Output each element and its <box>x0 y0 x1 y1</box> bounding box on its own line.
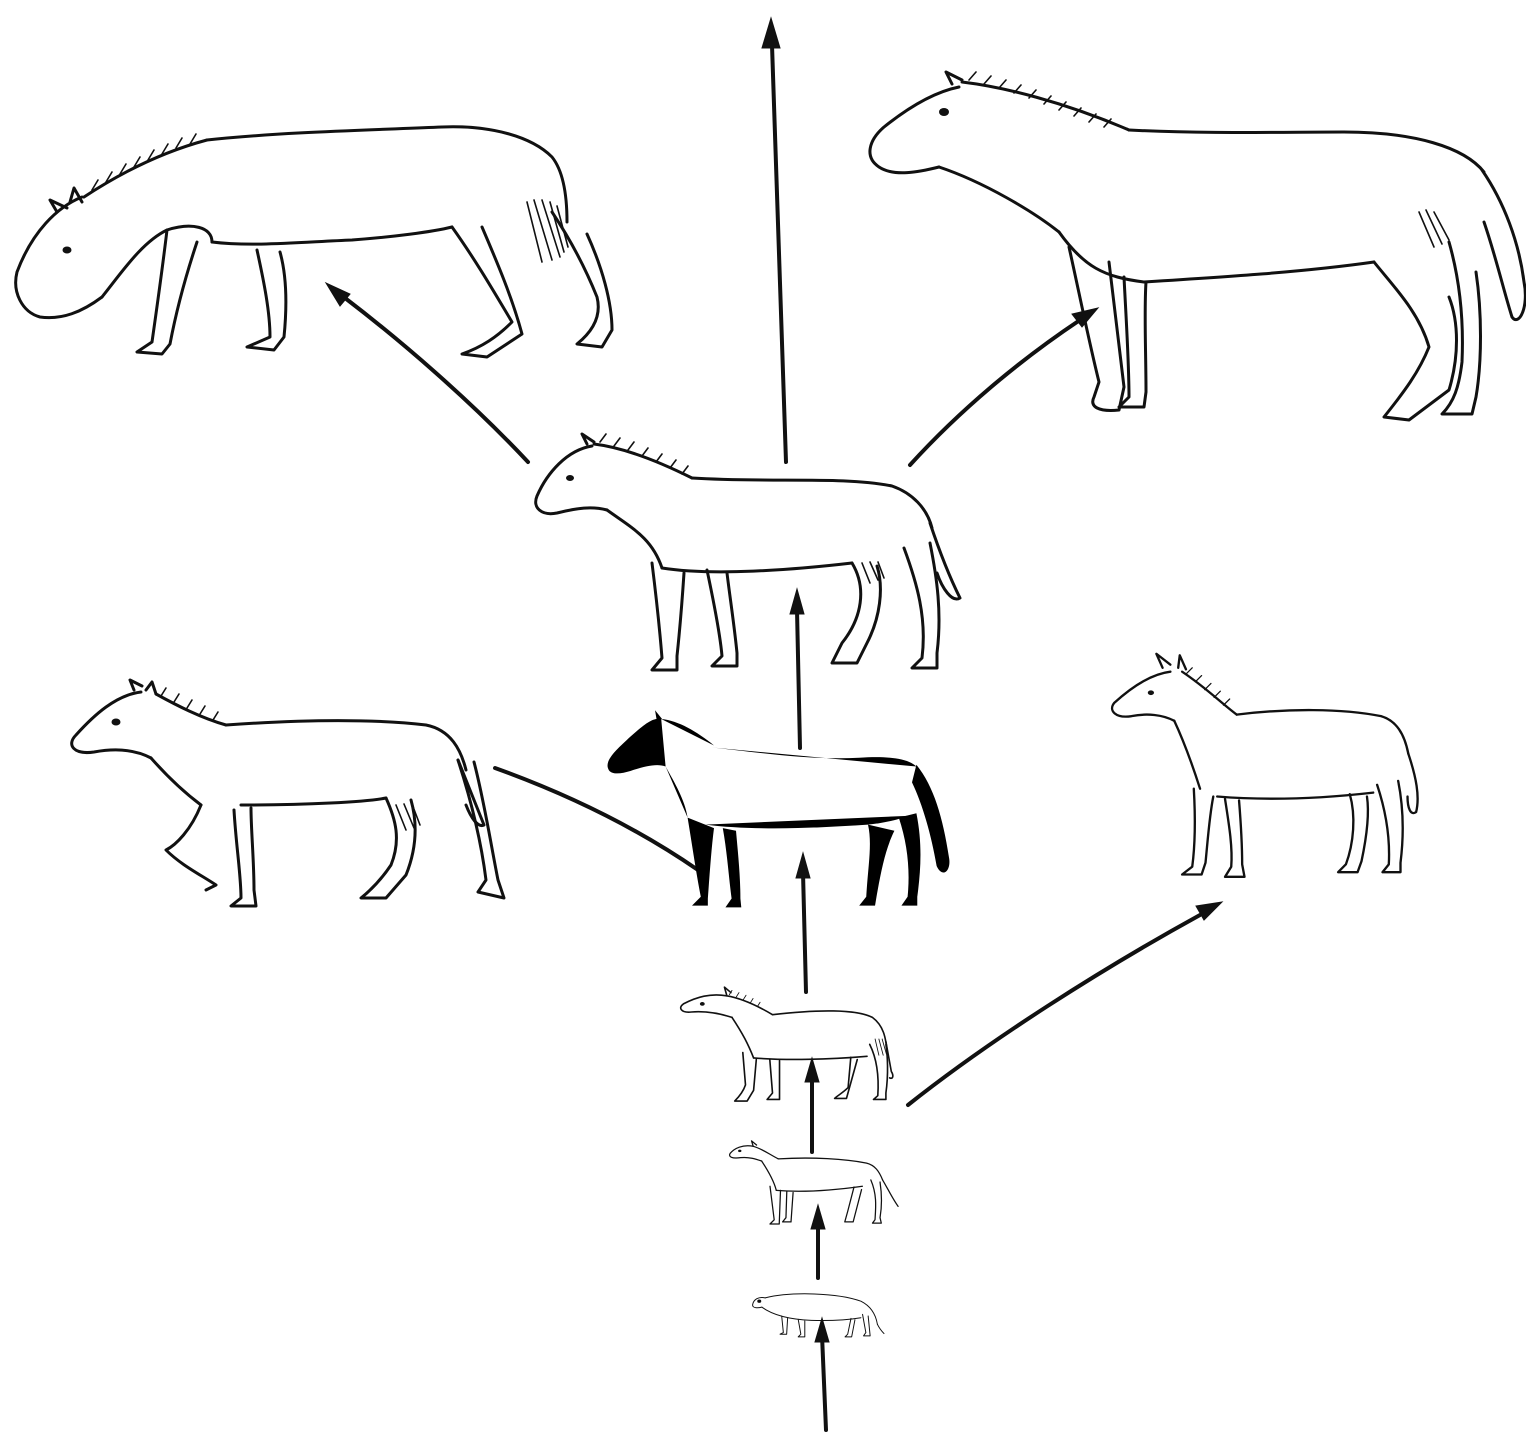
modern-horse-drawing <box>870 72 1525 420</box>
edge-pliohippus-to-hipparion <box>495 768 698 870</box>
mesohippus-drawing <box>730 1141 899 1224</box>
hipparion-drawing <box>72 680 504 906</box>
anchitherium-drawing <box>1112 654 1418 877</box>
merychippus-drawing <box>681 987 893 1101</box>
edge-merychippus-to-pliohippus <box>796 853 810 992</box>
hippidion-drawing <box>16 127 612 357</box>
pliohippus-drawing <box>608 710 950 907</box>
edge-equus-continuation <box>762 18 786 462</box>
edge-equus-to-hippidion <box>326 283 528 462</box>
edge-eohippus-to-mesohippus <box>811 1205 825 1278</box>
edge-pliohippus-to-equus-early <box>790 589 804 748</box>
edge-root-to-eohippus <box>815 1318 829 1430</box>
edge-merychippus-to-anchitherium <box>908 902 1222 1105</box>
edge-equus-to-modern <box>910 308 1098 465</box>
early-equus-drawing <box>536 434 960 670</box>
edge-mesohippus-to-merychippus <box>805 1058 819 1152</box>
